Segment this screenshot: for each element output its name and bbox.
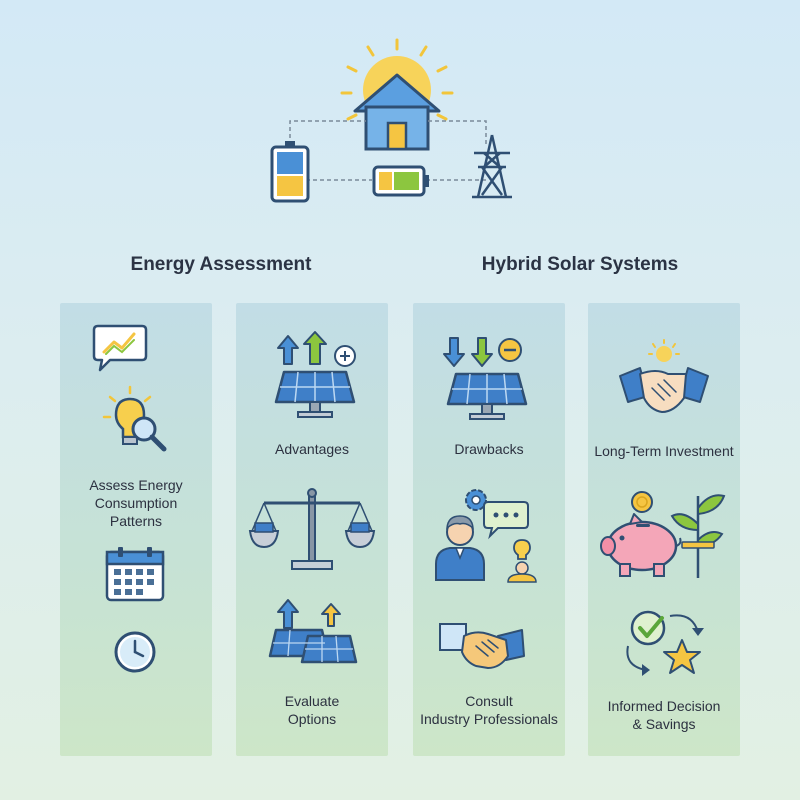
heading-hybrid-solar-systems: Hybrid Solar Systems xyxy=(481,254,679,275)
piggy-bank-plant-icon xyxy=(600,491,726,578)
house-icon xyxy=(353,73,441,151)
gear-icon xyxy=(465,489,487,511)
label-evaluate-options: Evaluate Options xyxy=(284,693,340,727)
chart-speech-bubble-icon xyxy=(92,324,148,372)
solar-panels-up-arrows-icon xyxy=(268,599,358,664)
column-assess xyxy=(60,303,212,756)
lightbulb-magnifier-icon xyxy=(102,385,167,452)
coin-icon xyxy=(631,491,653,513)
calendar-icon xyxy=(105,547,165,602)
solar-panel-down-arrows-minus-icon xyxy=(443,337,528,420)
label-consult-professionals: Consult Industry Professionals xyxy=(420,693,558,727)
sun-icon xyxy=(648,339,680,362)
solar-panel-up-arrows-plus-icon xyxy=(274,331,356,418)
power-tower-icon xyxy=(472,134,512,199)
handshake-icon xyxy=(439,623,525,669)
checkmark-star-cycle-icon xyxy=(626,610,704,676)
battery-horizontal-icon xyxy=(372,165,429,197)
plant-icon xyxy=(670,494,726,578)
battery-vertical-icon xyxy=(270,141,310,203)
handshake-sun-icon xyxy=(619,339,709,413)
professional-chat-gear-icon xyxy=(435,489,537,583)
home-energy-system-illustration xyxy=(270,38,512,203)
label-assess-energy: Assess Energy Consumption Patterns xyxy=(89,477,183,529)
label-drawbacks: Drawbacks xyxy=(454,441,524,457)
label-informed-decision: Informed Decision & Savings xyxy=(607,698,721,732)
label-long-term-investment: Long-Term Investment xyxy=(594,443,734,459)
heading-energy-assessment: Energy Assessment xyxy=(130,254,312,275)
balance-scale-solar-icon xyxy=(248,488,376,570)
clock-icon xyxy=(114,631,156,673)
label-advantages: Advantages xyxy=(275,441,349,457)
lightbulb-icon xyxy=(513,539,531,560)
